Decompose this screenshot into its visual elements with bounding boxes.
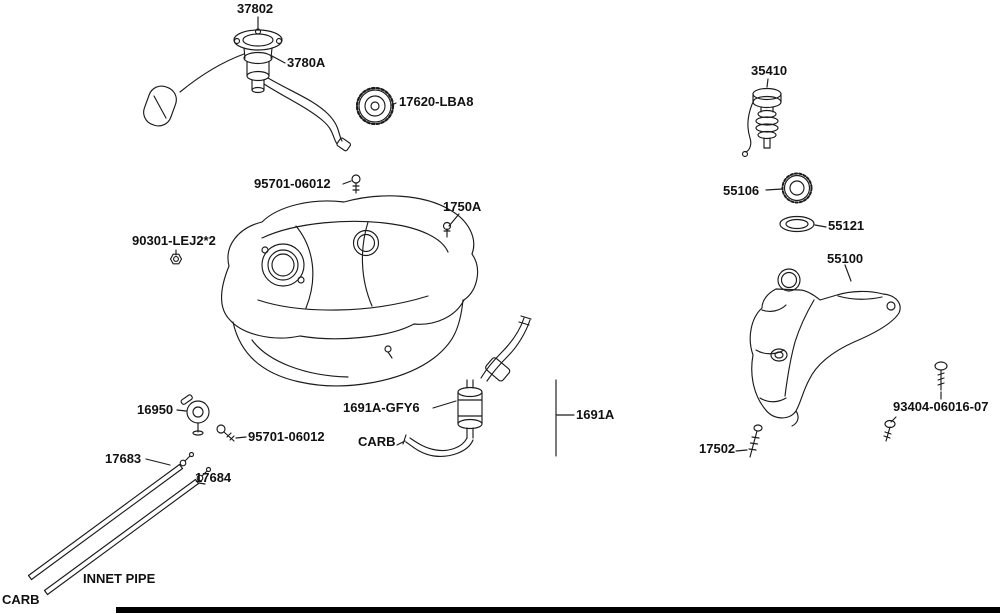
- innet-pipe-label: INNET PIPE: [83, 571, 156, 586]
- cap-gasket-drawing: [780, 217, 826, 232]
- part-label-35410: 35410: [751, 63, 788, 78]
- fuel-tank-drawing: [222, 196, 478, 386]
- carb-hose-label: CARB: [358, 434, 396, 449]
- oil-cap-drawing: [743, 79, 782, 157]
- fuel-cock-drawing: [177, 394, 209, 435]
- oil-tank-drawing: [750, 265, 900, 426]
- part-label-1691A-GFY6: 1691A-GFY6: [343, 400, 420, 415]
- filler-cap-drawing: [357, 88, 396, 124]
- footer-bar: [116, 607, 1000, 613]
- pipes-drawing: [29, 453, 211, 595]
- part-label-55100: 55100: [827, 251, 864, 266]
- part-label-17502: 17502: [699, 441, 736, 456]
- bolt-bottom-drawing: [217, 425, 246, 441]
- tank-cap-drawing: [766, 174, 812, 203]
- part-label-17684: 17684: [195, 470, 232, 485]
- bolt-top-drawing: [343, 175, 360, 193]
- part-label-17620-LBA8: 17620-LBA8: [399, 94, 474, 109]
- fuel-pump-drawing: [140, 17, 351, 152]
- part-label-1750A: 1750A: [443, 199, 482, 214]
- screw-right-drawing: [884, 362, 947, 441]
- part-label-17683: 17683: [105, 451, 142, 466]
- part-label-1691A: 1691A: [576, 407, 615, 422]
- part-label-90301-LEJ2: 90301-LEJ2*2: [132, 233, 216, 248]
- bolt-17502-drawing: [736, 425, 762, 457]
- part-label-16950: 16950: [137, 402, 174, 417]
- carb-bottom-label: CARB: [2, 592, 40, 607]
- part-label-3780A: 3780A: [287, 55, 326, 70]
- part-label-37802: 37802: [237, 1, 274, 16]
- part-label-95701-bottom: 95701-06012: [248, 429, 325, 444]
- nut-drawing: [171, 250, 182, 264]
- fuel-filter-drawing: [397, 316, 574, 456]
- part-label-55121: 55121: [828, 218, 865, 233]
- part-label-93404: 93404-06016-07: [893, 399, 989, 414]
- part-label-55106: 55106: [723, 183, 760, 198]
- part-label-95701-top: 95701-06012: [254, 176, 331, 191]
